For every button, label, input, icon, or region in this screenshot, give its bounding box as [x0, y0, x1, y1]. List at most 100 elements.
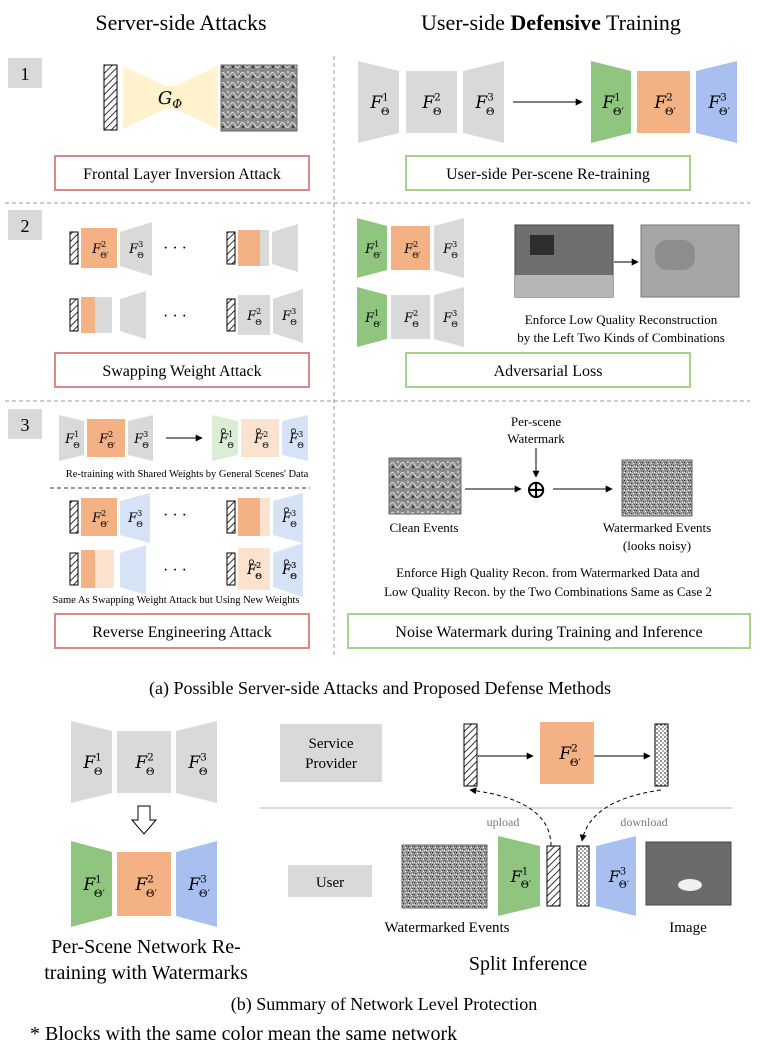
right-title-pre: User-side [421, 10, 510, 35]
adv-caption-line1: Enforce Low Quality Reconstruction [525, 312, 718, 327]
summary-f3-gray [176, 721, 217, 803]
summary-f2-gray [117, 731, 171, 793]
swap-f3-gray-a [120, 222, 152, 276]
service-provider-line2: Provider [305, 756, 357, 772]
lbl-r3-rd2-f2-ring [248, 559, 254, 565]
user-f1prime-green [498, 836, 540, 916]
right-title-post: Training [601, 10, 681, 35]
adv-f2-gray-b [391, 295, 430, 339]
rev-input-c [69, 552, 79, 586]
swap-f3-gray-c [120, 291, 146, 339]
user-box [288, 865, 372, 897]
swap-ellipsis-1: · · · [163, 240, 187, 257]
defense-label-1: User-side Per-scene Re-training [446, 166, 650, 183]
lbl-r3-new-f1-ring [220, 428, 226, 434]
user-feature-download [576, 845, 590, 907]
lbl-r3-new-f3-ring [290, 428, 296, 434]
adv-clear-image-detail [530, 235, 554, 255]
upload-label: upload [487, 815, 520, 829]
rev-f3-lightblue-d [273, 543, 303, 597]
rev-f2light-c [95, 550, 114, 588]
swap-f2prime-a [81, 228, 117, 268]
attack-label-box-3 [54, 613, 310, 649]
server-feature-upload [463, 723, 478, 787]
caption-a: (a) Possible Server-side Attacks and Pro… [149, 678, 611, 699]
user-image-label: Image [669, 920, 707, 936]
generator-shape [123, 66, 218, 129]
adv-caption-line2: by the Left Two Kinds of Combinations [517, 330, 725, 345]
right-column-title: User-side Defensive Training [421, 10, 681, 35]
swap-f2-gray-d [238, 295, 270, 335]
retrain-caption: Re-training with Shared Weights by Gener… [66, 469, 309, 480]
defense-label-3: Noise Watermark during Training and Infe… [395, 624, 702, 641]
summary-down-arrow [130, 805, 158, 835]
summary-left-caption-line2: training with Watermarks [44, 962, 248, 984]
block-f3-blue [696, 61, 737, 143]
swap-input-a [69, 231, 79, 265]
swap-new-weights-caption: Same As Swapping Weight Attack but Using… [53, 595, 300, 606]
server-f2prime [540, 722, 594, 784]
re-f3-new-blue [282, 415, 308, 461]
adv-blurred-detail [655, 240, 695, 270]
block-f1-gray [358, 61, 399, 143]
attack-label-box-1 [54, 155, 310, 191]
adv-f3-gray-a [434, 218, 464, 278]
swap-ellipsis-2: · · · [163, 308, 187, 325]
re-f1-new-green [212, 415, 238, 461]
server-feature-download [654, 723, 669, 787]
re-f3-gray [128, 415, 153, 461]
attack-label-box-2 [54, 352, 310, 388]
adv-f1-green-b [357, 287, 387, 347]
rev-f3-lightblue-c [120, 545, 146, 595]
defense-label-2: Adversarial Loss [494, 363, 603, 380]
watermark-label-line2: Watermark [507, 431, 565, 446]
user-output-image [645, 841, 732, 906]
rev-f3-lightblue-a [120, 493, 150, 543]
re-f2prime-orange [87, 419, 125, 457]
rev-ellipsis-2: · · · [163, 562, 187, 579]
row-number-1: 1 [21, 64, 30, 84]
adv-f1-green-a [357, 218, 387, 278]
rev-ellipsis-1: · · · [163, 507, 187, 524]
re-f1-gray [59, 415, 84, 461]
swap-input-b [226, 231, 236, 265]
swap-f3-gray-d [273, 289, 303, 343]
looks-noisy-label: (looks noisy) [623, 538, 691, 553]
rev-f2-light-d [238, 548, 270, 590]
enforce-line2: Low Quality Recon. by the Two Combinatio… [384, 584, 712, 599]
xor-symbol: ⊕ [525, 475, 547, 504]
clean-events-image [388, 457, 462, 515]
rev-f2prime-b [238, 498, 260, 536]
summary-f3-blue [176, 841, 217, 927]
adv-f2-orange-a [391, 226, 430, 270]
swap-f2gray-c [95, 297, 112, 333]
row1-event-input [103, 64, 118, 131]
rev-f3-lightblue-b [273, 493, 303, 543]
download-curve [579, 789, 662, 842]
swap-f2prime-b [238, 230, 260, 266]
watermarked-events-label: Watermarked Events [603, 520, 711, 535]
row-number-badge-2 [8, 210, 42, 240]
swap-input-c [69, 298, 79, 332]
swap-f2gray-b [260, 230, 269, 266]
defense-label-box-1 [405, 155, 691, 191]
